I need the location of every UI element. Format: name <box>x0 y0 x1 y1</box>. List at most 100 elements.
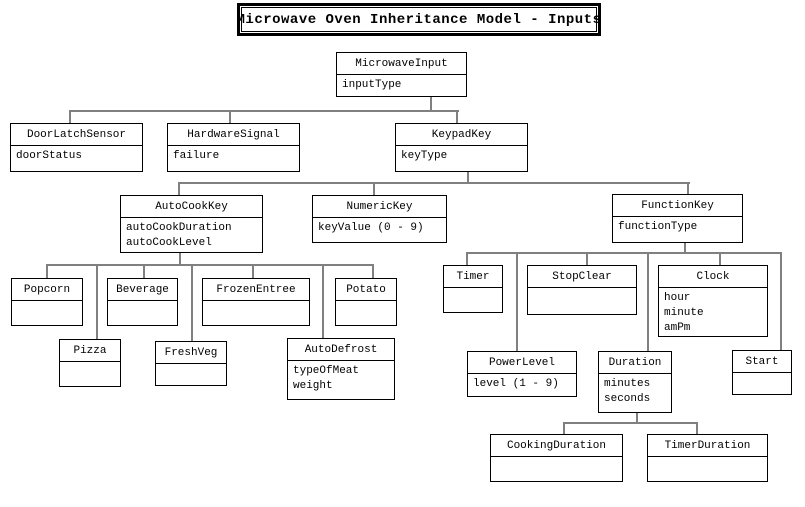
class-attributes <box>491 457 622 460</box>
class-name-label: Timer <box>444 266 502 288</box>
connector-line <box>466 252 468 266</box>
class-name-label: FrozenEntree <box>203 279 309 301</box>
class-name-label: Clock <box>659 266 767 288</box>
class-name-label: MicrowaveInput <box>337 53 466 75</box>
class-attributes <box>12 301 82 304</box>
attribute-label: level (1 - 9) <box>473 378 559 390</box>
class-box-cookingduration: CookingDuration <box>490 434 623 482</box>
class-name-label: KeypadKey <box>396 124 527 146</box>
class-box-functionkey: FunctionKey functionType <box>612 194 743 243</box>
class-box-beverage: Beverage <box>107 278 178 326</box>
class-attributes: level (1 - 9) <box>468 374 576 392</box>
class-box-doorlatchsensor: DoorLatchSensor doorStatus <box>10 123 143 172</box>
connector-line <box>229 110 231 124</box>
connector-line <box>96 264 98 340</box>
class-attributes <box>156 364 226 367</box>
attribute-label: inputType <box>342 79 402 91</box>
class-attributes <box>733 373 791 376</box>
attribute-label: doorStatus <box>16 150 83 162</box>
class-box-frozenentree: FrozenEntree <box>202 278 310 326</box>
class-name-label: TimerDuration <box>648 435 767 457</box>
connector-line <box>430 97 432 112</box>
class-box-start: Start <box>732 350 792 395</box>
connector-line <box>252 264 254 279</box>
attribute-label: amPm <box>664 322 691 334</box>
class-box-clock: Clock hour minute amPm <box>658 265 768 337</box>
class-attributes: minutes seconds <box>599 374 671 407</box>
attribute-label: typeOfMeat <box>293 365 360 377</box>
class-name-label: AutoDefrost <box>288 339 394 361</box>
connector-line <box>563 422 565 435</box>
connector-line <box>719 252 721 266</box>
connector-line <box>322 264 324 339</box>
connector-line <box>780 252 782 351</box>
class-name-label: Start <box>733 351 791 373</box>
attribute-label: seconds <box>604 393 651 405</box>
class-name-label: FreshVeg <box>156 342 226 364</box>
connector-line <box>467 172 469 184</box>
class-name-label: CookingDuration <box>491 435 622 457</box>
connector-line <box>46 264 48 279</box>
attribute-label: minutes <box>604 378 651 390</box>
diagram-title-box: Microwave Oven Inheritance Model - Input… <box>237 3 601 36</box>
connector-line <box>687 182 689 195</box>
attribute-label: functionType <box>618 221 698 233</box>
class-attributes <box>203 301 309 304</box>
connector-line <box>586 252 588 266</box>
class-name-label: HardwareSignal <box>168 124 299 146</box>
class-box-powerlevel: PowerLevel level (1 - 9) <box>467 351 577 397</box>
class-name-label: NumericKey <box>313 196 446 218</box>
class-attributes: keyValue (0 - 9) <box>313 218 446 236</box>
class-box-timerduration: TimerDuration <box>647 434 768 482</box>
connector-line <box>696 422 698 435</box>
class-attributes: doorStatus <box>11 146 142 164</box>
connector-line <box>373 182 375 196</box>
class-box-duration: Duration minutes seconds <box>598 351 672 413</box>
class-box-keypadkey: KeypadKey keyType <box>395 123 528 172</box>
connector-line <box>684 243 686 254</box>
class-attributes: hour minute amPm <box>659 288 767 336</box>
attribute-label: keyType <box>401 150 448 162</box>
connector-line <box>191 264 193 342</box>
connector-line <box>46 264 374 266</box>
class-attributes: failure <box>168 146 299 164</box>
class-box-timer: Timer <box>443 265 503 313</box>
attribute-label: hour <box>664 292 691 304</box>
class-attributes <box>60 362 120 365</box>
connector-line <box>69 110 71 124</box>
class-attributes: functionType <box>613 217 742 235</box>
class-box-hardwaresignal: HardwareSignal failure <box>167 123 300 172</box>
class-name-label: StopClear <box>528 266 636 288</box>
class-box-pizza: Pizza <box>59 339 121 387</box>
connector-line <box>179 253 181 265</box>
class-attributes <box>108 301 177 304</box>
class-name-label: DoorLatchSensor <box>11 124 142 146</box>
connector-line <box>466 252 782 254</box>
class-name-label: Potato <box>336 279 396 301</box>
attribute-label: minute <box>664 307 704 319</box>
class-attributes <box>336 301 396 304</box>
attribute-label: failure <box>173 150 220 162</box>
class-name-label: Duration <box>599 352 671 374</box>
class-attributes <box>444 288 502 291</box>
class-name-label: Pizza <box>60 340 120 362</box>
attribute-label: autoCookDuration <box>126 222 232 234</box>
class-name-label: PowerLevel <box>468 352 576 374</box>
class-box-popcorn: Popcorn <box>11 278 83 326</box>
connector-line <box>636 413 638 423</box>
connector-line <box>178 182 180 196</box>
class-box-potato: Potato <box>335 278 397 326</box>
attribute-label: keyValue (0 - 9) <box>318 222 424 234</box>
class-attributes <box>528 288 636 291</box>
class-attributes: inputType <box>337 75 466 93</box>
class-box-microwaveinput: MicrowaveInput inputType <box>336 52 467 97</box>
connector-line <box>456 110 458 124</box>
connector-line <box>647 252 649 352</box>
connector-line <box>372 264 374 279</box>
class-name-label: Beverage <box>108 279 177 301</box>
class-name-label: FunctionKey <box>613 195 742 217</box>
class-box-numerickey: NumericKey keyValue (0 - 9) <box>312 195 447 243</box>
